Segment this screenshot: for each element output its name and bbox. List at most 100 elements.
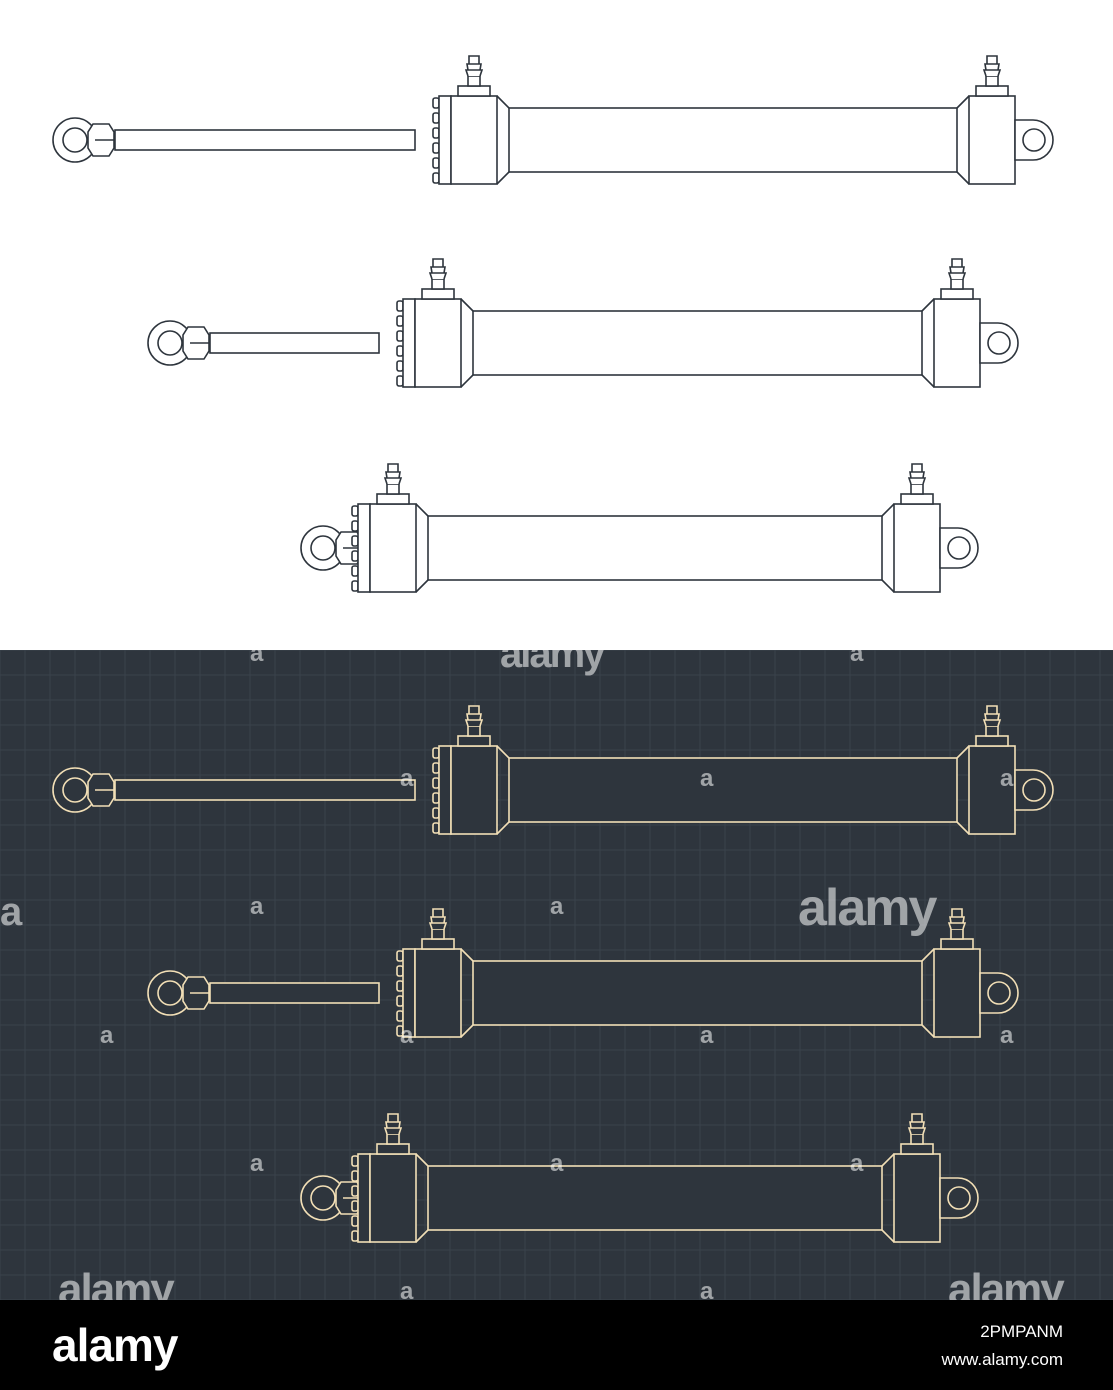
flange-bolt bbox=[432, 762, 440, 774]
front-taper bbox=[460, 298, 474, 388]
hydraulic-cylinder-1 bbox=[52, 705, 1054, 835]
rear-clevis-hole bbox=[1022, 778, 1046, 802]
rear-hose-barb bbox=[947, 908, 967, 930]
watermark-brand-top: alamy bbox=[500, 650, 605, 676]
front-hose-barb bbox=[464, 705, 484, 727]
flange-bolt bbox=[432, 142, 440, 154]
flange-bolt bbox=[432, 157, 440, 169]
rear-head-block bbox=[893, 503, 941, 593]
rear-clevis bbox=[1014, 119, 1054, 161]
port-hex-base bbox=[376, 1143, 410, 1155]
rear-hose-barb bbox=[982, 705, 1002, 727]
rear-taper bbox=[956, 745, 970, 835]
footer-bar bbox=[0, 1300, 1113, 1390]
watermark-small: a bbox=[550, 893, 564, 920]
front-taper bbox=[496, 745, 510, 835]
flange-bolt bbox=[432, 792, 440, 804]
port-neck bbox=[950, 928, 964, 940]
watermark-small: a bbox=[550, 1150, 564, 1177]
hydraulic-cylinder-3 bbox=[300, 463, 979, 593]
flange-bolt bbox=[351, 1170, 359, 1182]
port-hex-base bbox=[900, 493, 934, 505]
front-head-block bbox=[450, 95, 498, 185]
footer-site-url: www.alamy.com bbox=[941, 1350, 1063, 1369]
flange-plate bbox=[357, 503, 371, 593]
front-hose-barb bbox=[428, 908, 448, 930]
flange-bolt bbox=[432, 172, 440, 184]
port-hex-base bbox=[421, 938, 455, 950]
watermark-small: a bbox=[850, 650, 864, 667]
watermark-small: a bbox=[700, 1278, 714, 1300]
rear-head-block bbox=[893, 1153, 941, 1243]
port-neck bbox=[985, 725, 999, 737]
rod-eye-inner bbox=[157, 330, 183, 356]
rear-head-block bbox=[968, 745, 1016, 835]
port-neck bbox=[431, 928, 445, 940]
watermark-small: a bbox=[1000, 1022, 1014, 1049]
front-head-block bbox=[450, 745, 498, 835]
flange-bolt bbox=[432, 112, 440, 124]
watermark-small: a bbox=[250, 650, 264, 667]
rear-head-block bbox=[968, 95, 1016, 185]
flange-bolt bbox=[351, 505, 359, 517]
port-neck bbox=[910, 483, 924, 495]
watermark-small: a bbox=[0, 890, 23, 934]
watermark-small: a bbox=[400, 765, 414, 792]
rear-clevis-hole bbox=[947, 1186, 971, 1210]
rear-taper bbox=[956, 95, 970, 185]
rod-eye-inner bbox=[157, 980, 183, 1006]
flange-bolt bbox=[351, 565, 359, 577]
flange-bolt bbox=[396, 965, 404, 977]
rear-head-block bbox=[933, 298, 981, 388]
rear-hose-barb bbox=[947, 258, 967, 280]
rear-hose-barb bbox=[907, 1113, 927, 1135]
port-neck bbox=[910, 1133, 924, 1145]
rod-eye-inner bbox=[310, 1185, 336, 1211]
flange-bolt bbox=[396, 375, 404, 387]
flange-bolt bbox=[396, 300, 404, 312]
dark-blueprint-panel: alamy alamy alamy alamy a a a a a a a a … bbox=[0, 650, 1113, 1300]
cylinder-barrel bbox=[508, 757, 958, 823]
cylinder-barrel bbox=[472, 960, 923, 1026]
flange-bolt bbox=[351, 1215, 359, 1227]
dark-cylinder-drawings bbox=[0, 650, 1113, 1300]
front-taper bbox=[460, 948, 474, 1038]
rear-clevis-hole bbox=[1022, 128, 1046, 152]
cylinder-barrel bbox=[472, 310, 923, 376]
rear-clevis-hole bbox=[947, 536, 971, 560]
watermark-brand-middle: alamy bbox=[798, 879, 937, 937]
front-head-block bbox=[414, 298, 462, 388]
port-neck bbox=[950, 278, 964, 290]
rear-taper bbox=[881, 503, 895, 593]
port-hex-base bbox=[940, 938, 974, 950]
piston-rod bbox=[114, 129, 416, 151]
front-head-block bbox=[414, 948, 462, 1038]
rear-clevis bbox=[979, 322, 1019, 364]
rod-eye-inner bbox=[62, 127, 88, 153]
light-blueprint-panel bbox=[0, 0, 1113, 650]
cylinder-barrel bbox=[427, 515, 883, 581]
light-cylinder-drawings bbox=[52, 55, 1054, 593]
port-neck bbox=[985, 75, 999, 87]
cylinder-barrel bbox=[427, 1165, 883, 1231]
flange-bolt bbox=[351, 520, 359, 532]
front-taper bbox=[496, 95, 510, 185]
flange-bolt bbox=[432, 127, 440, 139]
rear-clevis-hole bbox=[987, 981, 1011, 1005]
port-hex-base bbox=[376, 493, 410, 505]
rear-clevis bbox=[1014, 769, 1054, 811]
flange-bolt bbox=[396, 345, 404, 357]
flange-plate bbox=[438, 745, 452, 835]
front-taper bbox=[415, 503, 429, 593]
rear-taper bbox=[921, 298, 935, 388]
watermark-small: a bbox=[850, 1150, 864, 1177]
flange-plate bbox=[357, 1153, 371, 1243]
port-hex-base bbox=[421, 288, 455, 300]
flange-plate bbox=[438, 95, 452, 185]
watermark-small: a bbox=[250, 893, 264, 920]
rear-clevis-hole bbox=[987, 331, 1011, 355]
rod-eye-inner bbox=[310, 535, 336, 561]
front-head-block bbox=[369, 1153, 417, 1243]
flange-bolt bbox=[396, 1010, 404, 1022]
rear-hose-barb bbox=[907, 463, 927, 485]
